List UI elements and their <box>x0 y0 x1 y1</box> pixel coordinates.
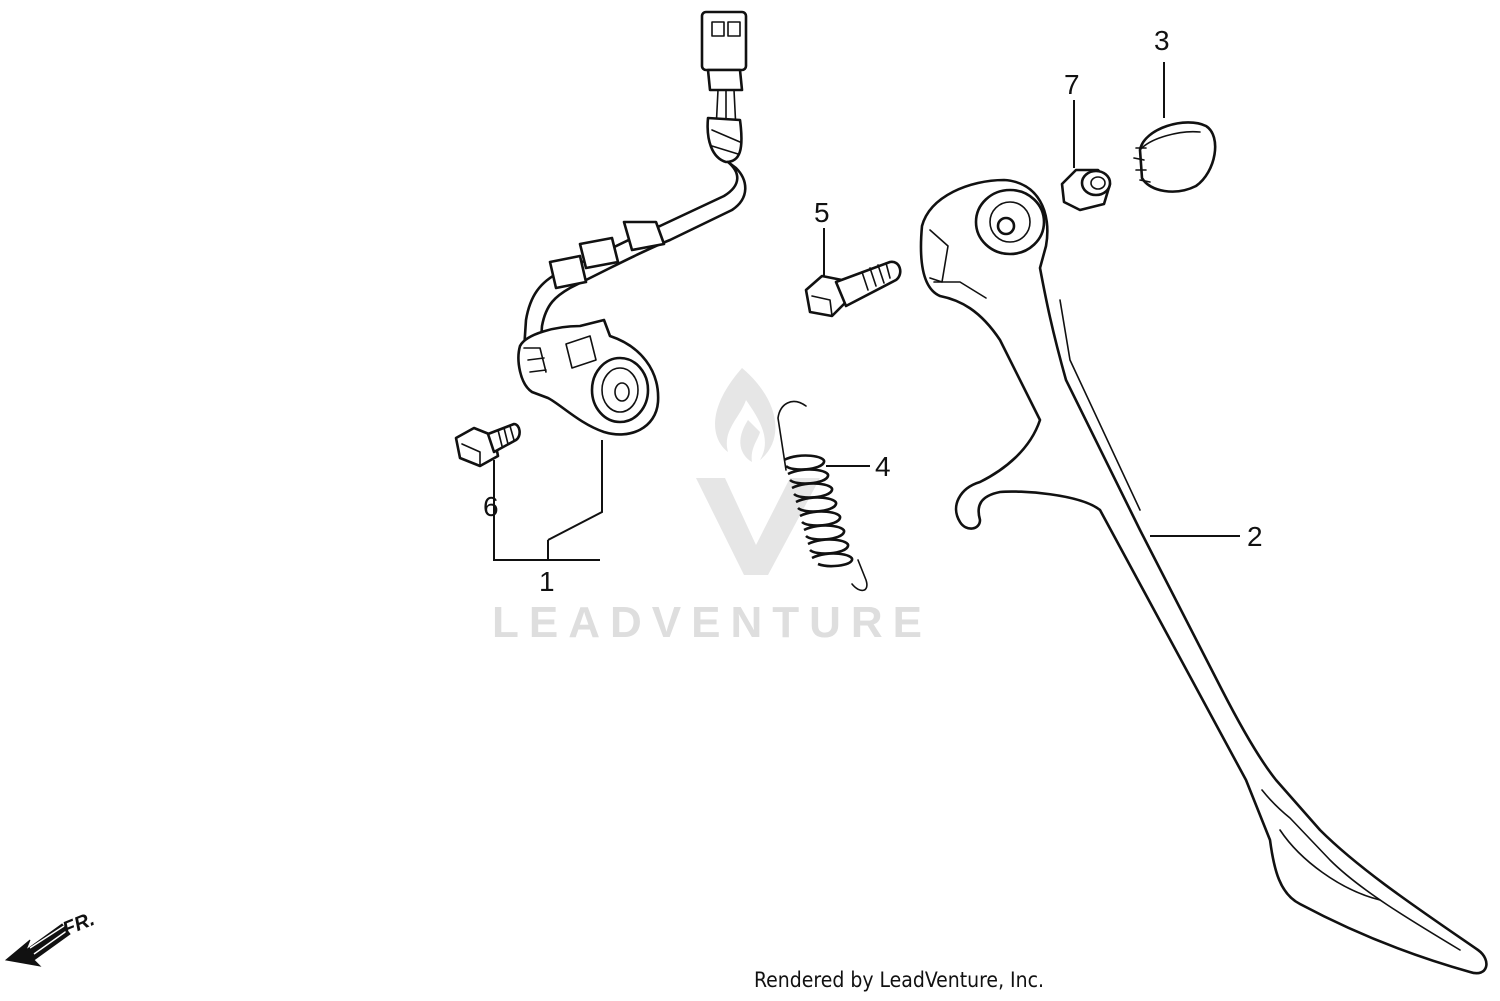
leader-lines <box>493 62 1240 561</box>
watermark-brand: LEADVENTURE <box>492 598 932 647</box>
render-credit: Rendered by LeadVenture, Inc. <box>754 968 1044 992</box>
front-direction-indicator: FR. <box>4 908 98 967</box>
watermark: LEADVENTURE <box>492 368 932 647</box>
callout-6[interactable]: 6 <box>483 491 499 522</box>
callout-3[interactable]: 3 <box>1154 25 1170 56</box>
side-stand-switch[interactable] <box>519 12 747 434</box>
direction-label: FR. <box>60 908 98 940</box>
leader-1 <box>493 440 603 561</box>
callout-5[interactable]: 5 <box>814 197 830 228</box>
callout-4[interactable]: 4 <box>875 451 891 482</box>
watermark-flame-icon <box>696 368 820 575</box>
side-stand[interactable] <box>921 180 1486 973</box>
return-spring[interactable] <box>778 402 867 591</box>
arrow-down-left-icon <box>4 923 71 967</box>
switch-bolt[interactable] <box>456 424 520 466</box>
pivot-nut[interactable] <box>1062 170 1110 210</box>
callouts: 1 2 3 4 5 6 7 <box>483 25 1263 597</box>
callout-2[interactable]: 2 <box>1247 521 1263 552</box>
callout-1[interactable]: 1 <box>539 566 555 597</box>
callout-7[interactable]: 7 <box>1064 69 1080 100</box>
pivot-cap[interactable] <box>1134 122 1215 191</box>
pivot-bolt[interactable] <box>806 262 900 316</box>
